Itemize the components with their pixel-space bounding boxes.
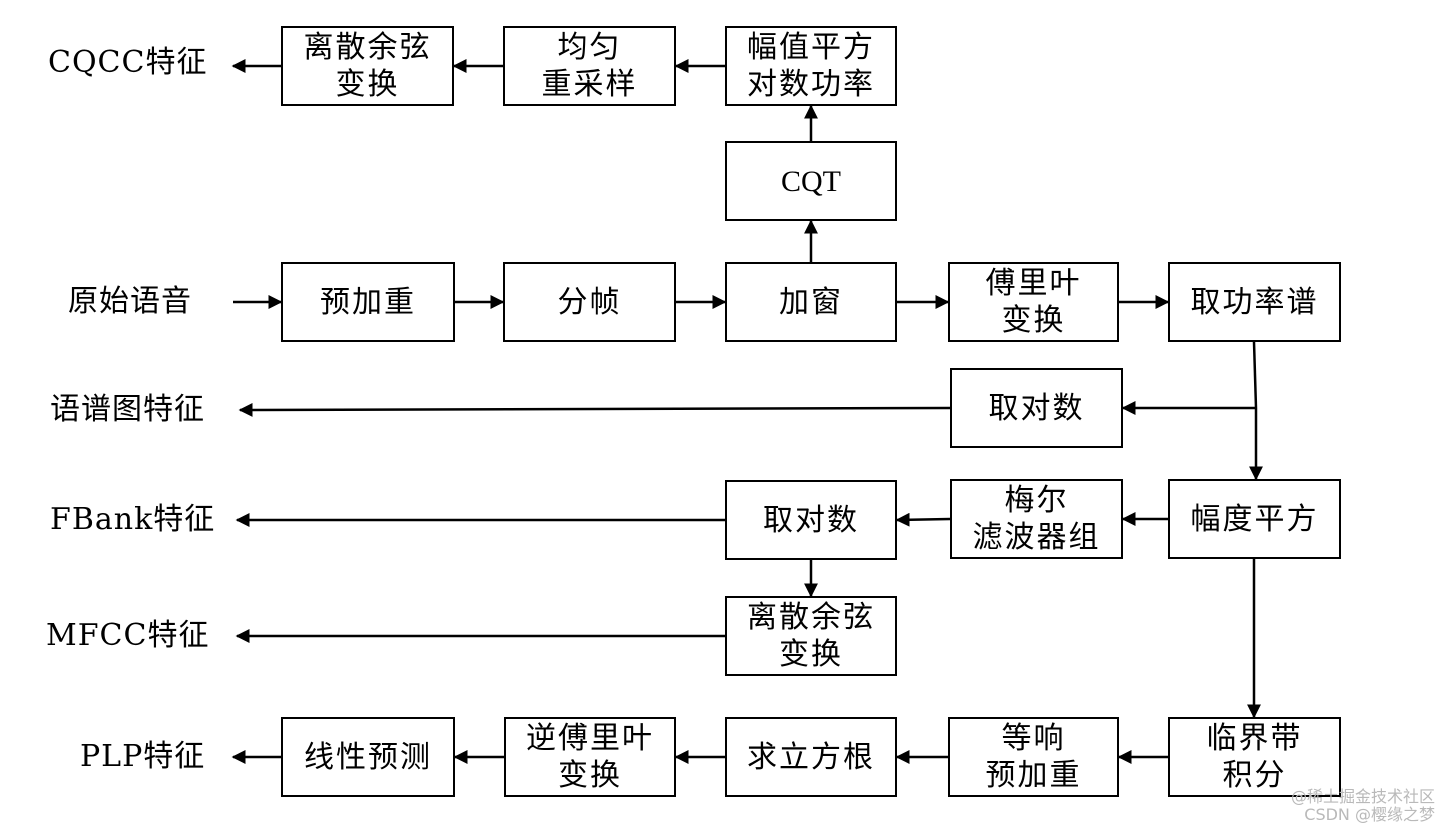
box-ifft: 逆傅里叶 变换 — [504, 717, 676, 797]
box-mel-filter-bank: 梅尔 滤波器组 — [950, 479, 1123, 559]
line-power-down — [1252, 341, 1258, 409]
box-critical-band: 临界带 积分 — [1168, 717, 1341, 797]
box-framing: 分帧 — [503, 262, 676, 342]
arrow-mel-to-log — [895, 512, 951, 527]
label-cqcc-feature: CQCC特征 — [48, 45, 208, 80]
label-raw-speech: 原始语音 — [68, 284, 192, 319]
box-log-spectrogram: 取对数 — [950, 368, 1123, 448]
box-pre-emphasis: 预加重 — [281, 262, 455, 342]
box-power-spectrum: 取功率谱 — [1168, 262, 1341, 342]
box-magnitude-square: 幅度平方 — [1168, 479, 1341, 559]
label-fbank-feature: FBank特征 — [50, 502, 216, 537]
box-windowing: 加窗 — [725, 262, 897, 342]
watermark-csdn: CSDN @樱缘之梦 — [1304, 805, 1435, 824]
label-spectrogram-feature: 语谱图特征 — [50, 392, 205, 427]
box-uniform-resample: 均匀 重采样 — [503, 26, 676, 106]
watermark-juejin: @稀土掘金技术社区 — [1290, 787, 1435, 806]
box-linear-prediction: 线性预测 — [281, 717, 455, 797]
box-equal-loudness: 等响 预加重 — [948, 717, 1119, 797]
label-mfcc-feature: MFCC特征 — [46, 618, 210, 653]
box-log-power: 幅值平方 对数功率 — [725, 26, 897, 106]
box-cqcc-dct: 离散余弦 变换 — [281, 26, 454, 106]
arrow-log-to-spectrogram — [238, 402, 951, 417]
box-cqt: CQT — [725, 141, 897, 221]
box-mfcc-dct: 离散余弦 变换 — [725, 596, 897, 676]
box-fft: 傅里叶 变换 — [948, 262, 1119, 342]
label-plp-feature: PLP特征 — [80, 739, 206, 774]
box-cube-root: 求立方根 — [725, 717, 897, 797]
box-log-fbank: 取对数 — [725, 480, 897, 560]
